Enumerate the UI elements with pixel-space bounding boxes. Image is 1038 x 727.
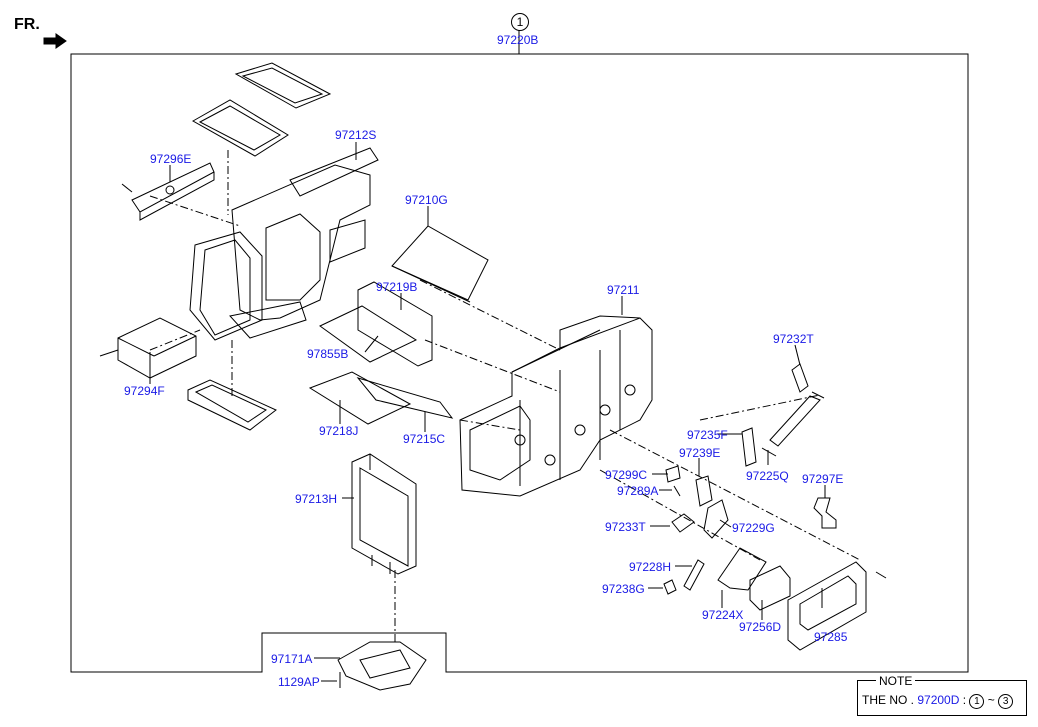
part-label-97225q[interactable]: 97225Q [746,469,789,483]
part-label-97294f[interactable]: 97294F [124,384,165,398]
part-label-97215c[interactable]: 97215C [403,432,446,446]
assembly-circle-number: 1 [511,13,529,31]
part-label-97228h[interactable]: 97228H [629,560,672,574]
note-prefix: THE NO . [862,693,915,707]
link-97232t [769,363,825,447]
part-label-97224x[interactable]: 97224X [702,608,744,622]
blend-doors [308,371,454,425]
part-label-97211[interactable]: 97211 [607,283,640,297]
upper-gasket [191,62,332,157]
arm-97228h [683,559,705,591]
note-colon: : [962,693,967,707]
part-label-97212s[interactable]: 97212S [335,128,377,142]
part-label-97289a[interactable]: 97289A [617,484,659,498]
screw-97225q [761,447,777,457]
part-label-97285[interactable]: 97285 [814,630,848,644]
front-direction-label: FR. [14,16,40,33]
side-cover-97285 [787,561,887,651]
part-label-97233t[interactable]: 97233T [605,520,646,534]
clip-97297e [813,497,837,529]
intake-housing [189,147,379,341]
part-label-97855b[interactable]: 97855B [307,347,349,361]
note-title: NOTE [876,674,916,688]
part-label-97239e[interactable]: 97239E [679,446,721,460]
front-arrow-icon [43,33,67,49]
bracket-97294f [99,317,197,379]
part-label-97299c[interactable]: 97299C [605,468,648,482]
lower-cover [337,641,427,691]
part-label-97210g[interactable]: 97210G [405,193,448,207]
part-label-97235f[interactable]: 97235F [687,428,728,442]
part-97233t [671,513,695,533]
assembly-part-97220b[interactable]: 97220B [497,33,539,47]
part-label-1129ap[interactable]: 1129AP [278,675,320,689]
part-label-97213h[interactable]: 97213H [295,492,338,506]
note-part-97200d[interactable]: 97200D [917,693,960,707]
link-97235f [741,427,757,467]
part-label-97218j[interactable]: 97218J [319,424,359,438]
heater-case-97211 [459,315,653,497]
leader-lines [149,142,826,682]
note-range-start-circle: 1 [969,694,985,709]
lever-97224x [717,547,767,591]
part-label-97171a[interactable]: 97171A [271,652,313,666]
pin-97289a [673,485,681,497]
actuator-97256d [749,565,791,611]
part-label-97296e[interactable]: 97296E [150,152,192,166]
lever-97239e [695,475,729,539]
note-range-end-circle: 3 [998,694,1014,709]
filter-97210g [391,225,489,303]
assembly-frame [70,53,969,673]
part-label-97232t[interactable]: 97232T [773,332,814,346]
part-label-97297e[interactable]: 97297E [802,472,844,486]
door-plates [319,281,433,367]
part-97299c [665,465,681,483]
heater-core [351,453,417,575]
part-label-97229g[interactable]: 97229G [732,521,775,535]
note-text: THE NO . 97200D : 1 ~ 3 [862,693,1014,709]
part-label-97256d[interactable]: 97256D [739,620,782,634]
alignment-lines [149,150,861,645]
bottom-tray [187,379,277,431]
bracket-97296e [121,162,215,221]
note-tilde: ~ [987,693,995,707]
cap-97238g [663,579,677,595]
part-label-97219b[interactable]: 97219B [376,280,418,294]
part-label-97238g[interactable]: 97238G [602,582,645,596]
